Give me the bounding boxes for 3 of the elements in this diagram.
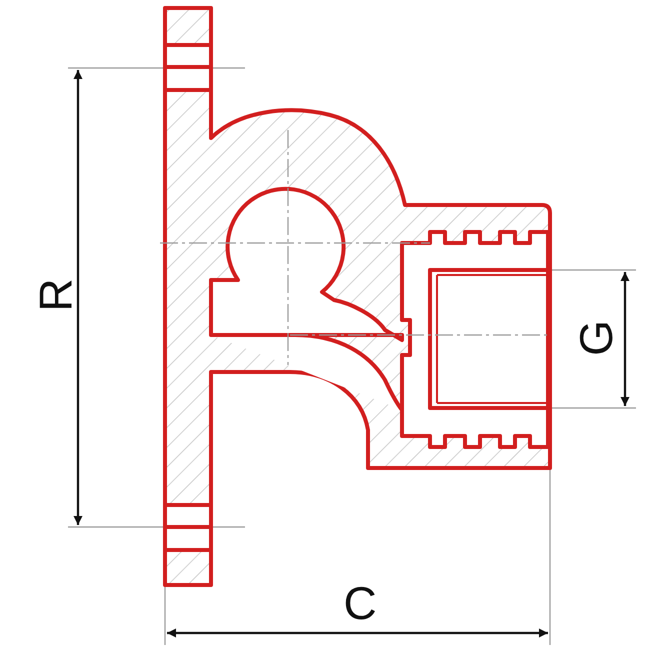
dimension-label: C — [344, 580, 377, 626]
dimension-label: R — [32, 278, 78, 312]
dimension-label: G — [572, 320, 619, 356]
